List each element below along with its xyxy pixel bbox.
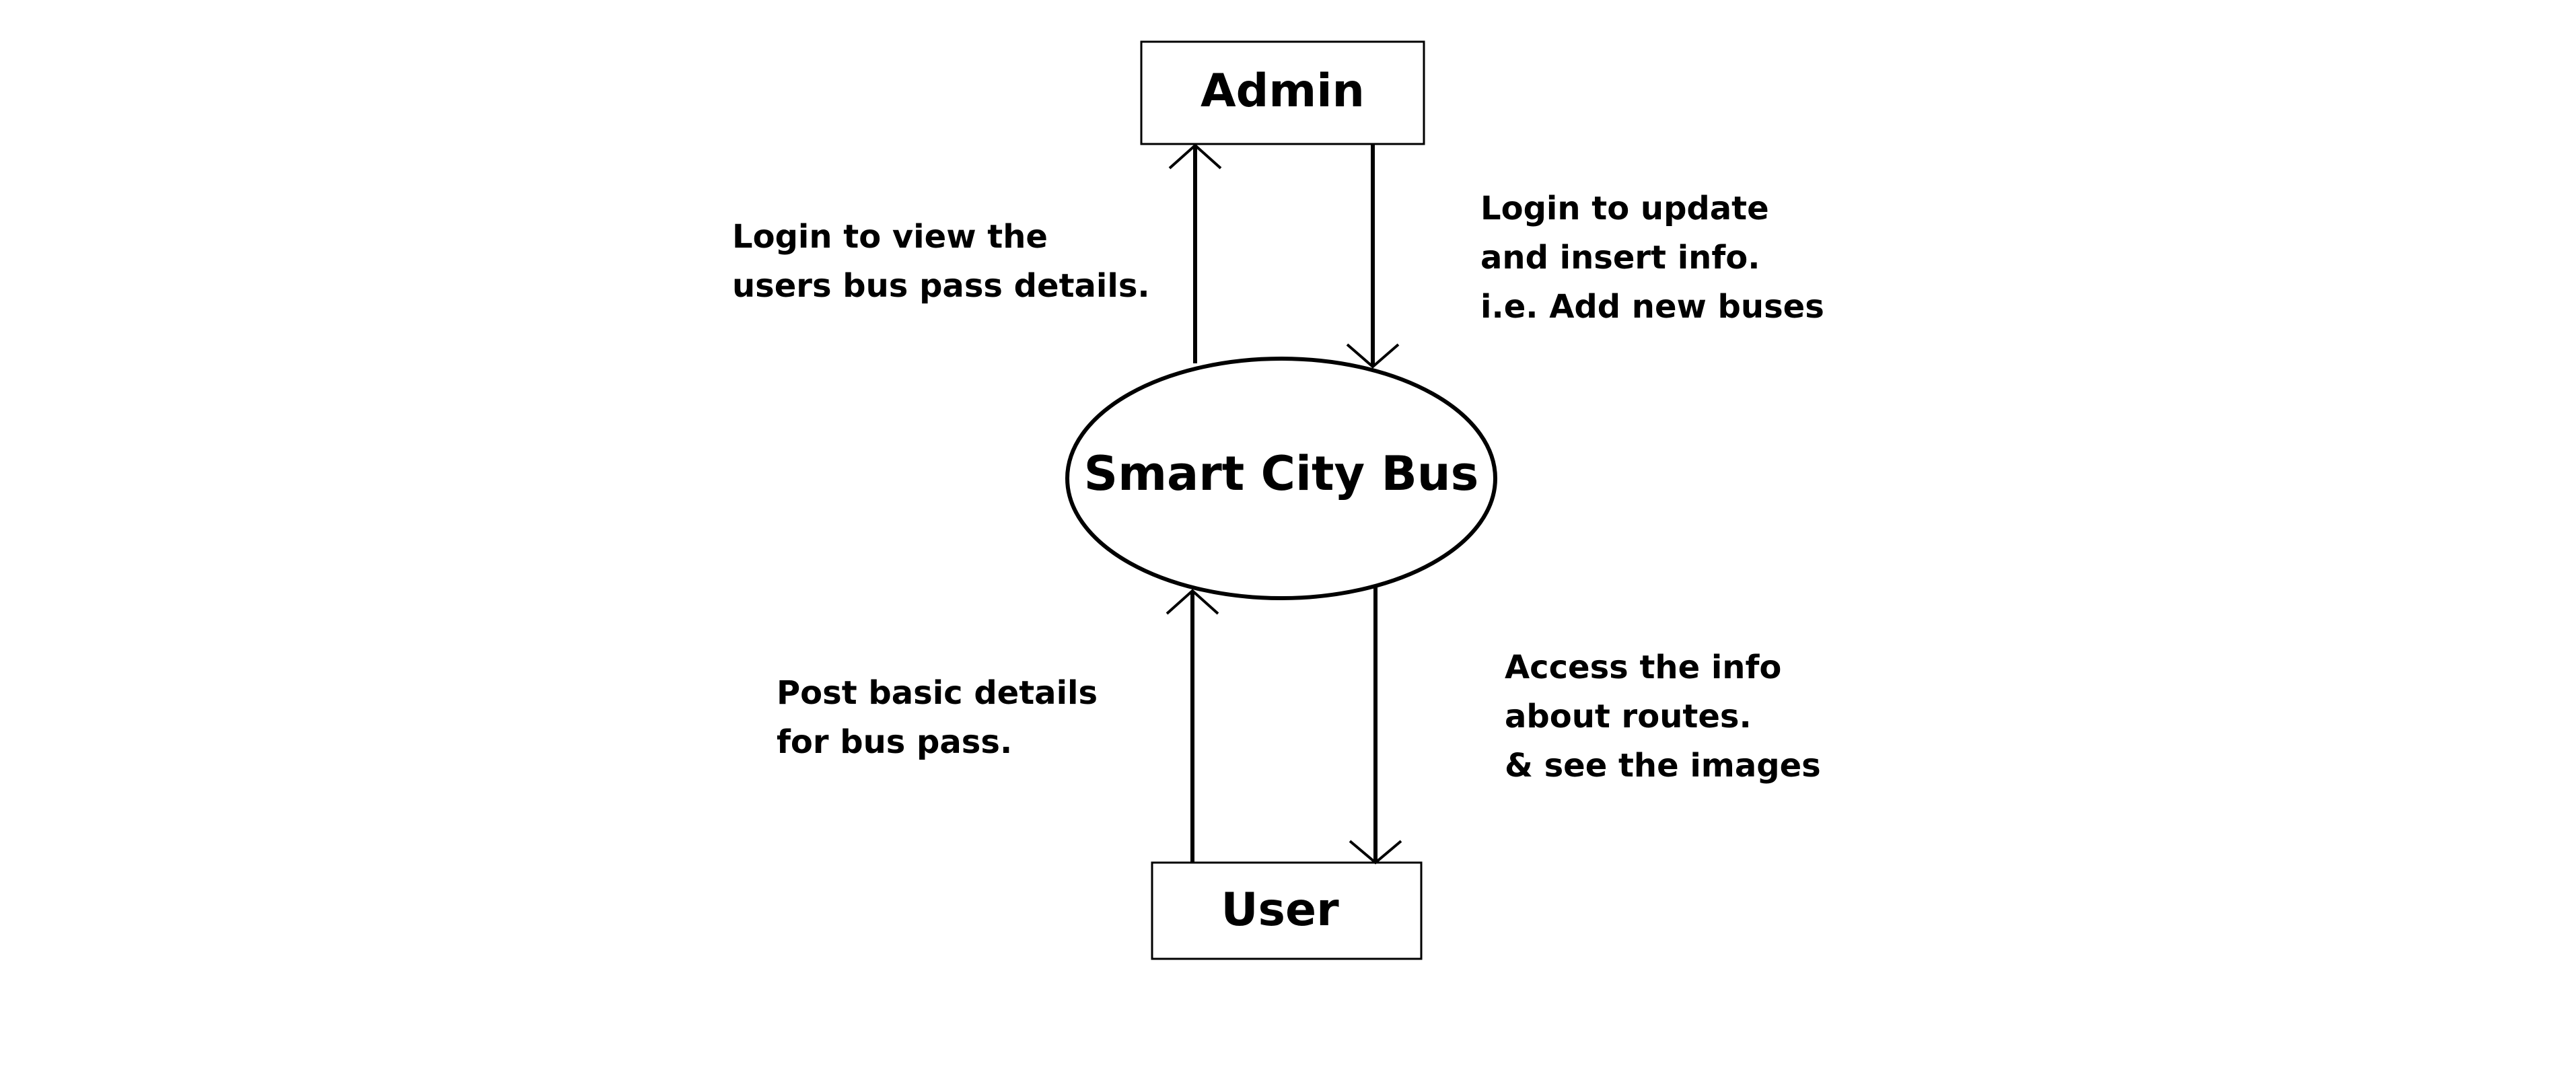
user-box <box>1151 861 1423 960</box>
edge-user-to-system: Post basic details for bus pass. <box>777 589 1219 863</box>
smart-city-bus-ellipse <box>1065 357 1497 600</box>
edge-system-to-admin-label-line-2: users bus pass details. <box>732 267 1150 305</box>
user-node: User <box>1151 861 1423 960</box>
smart-city-bus-label: Smart City Bus <box>1084 446 1479 501</box>
edge-system-to-user-label-line-1: Access the info <box>1505 649 1781 686</box>
edge-user-to-system-label-line-1: Post basic details <box>777 674 1098 712</box>
edge-user-to-system-label-line-2: for bus pass. <box>777 723 1012 761</box>
edge-admin-to-system-label: Login to update and insert info. i.e. Ad… <box>1480 190 1824 326</box>
edge-system-to-user-label: Access the info about routes. & see the … <box>1505 649 1821 785</box>
edge-system-to-admin-arrowhead <box>1168 143 1222 170</box>
admin-box <box>1140 40 1425 145</box>
edge-admin-to-system: Login to update and insert info. i.e. Ad… <box>1346 144 1824 369</box>
edge-system-to-admin-label: Login to view the users bus pass details… <box>732 218 1150 305</box>
admin-label: Admin <box>1201 65 1365 118</box>
edge-user-to-system-label: Post basic details for bus pass. <box>777 674 1109 761</box>
admin-node: Admin <box>1140 40 1425 145</box>
edge-admin-to-system-label-line-2: and insert info. <box>1480 239 1760 277</box>
edge-system-to-user-label-line-3: & see the images <box>1505 747 1821 785</box>
smart-city-bus-node: Smart City Bus <box>1065 357 1497 600</box>
edge-system-to-admin: Login to view the users bus pass details… <box>732 143 1222 363</box>
user-label: User <box>1221 883 1339 937</box>
edge-admin-to-system-arrowhead <box>1346 343 1400 369</box>
edge-admin-to-system-label-line-1: Login to update <box>1480 190 1769 227</box>
edge-system-to-admin-label-line-1: Login to view the <box>732 218 1048 256</box>
edge-admin-to-system-label-line-3: i.e. Add new buses <box>1480 288 1824 326</box>
edge-system-to-user: Access the info about routes. & see the … <box>1349 587 1821 865</box>
edge-system-to-user-arrowhead <box>1349 840 1402 865</box>
edge-system-to-user-label-line-2: about routes. <box>1505 698 1752 735</box>
edge-user-to-system-arrowhead <box>1166 589 1219 615</box>
